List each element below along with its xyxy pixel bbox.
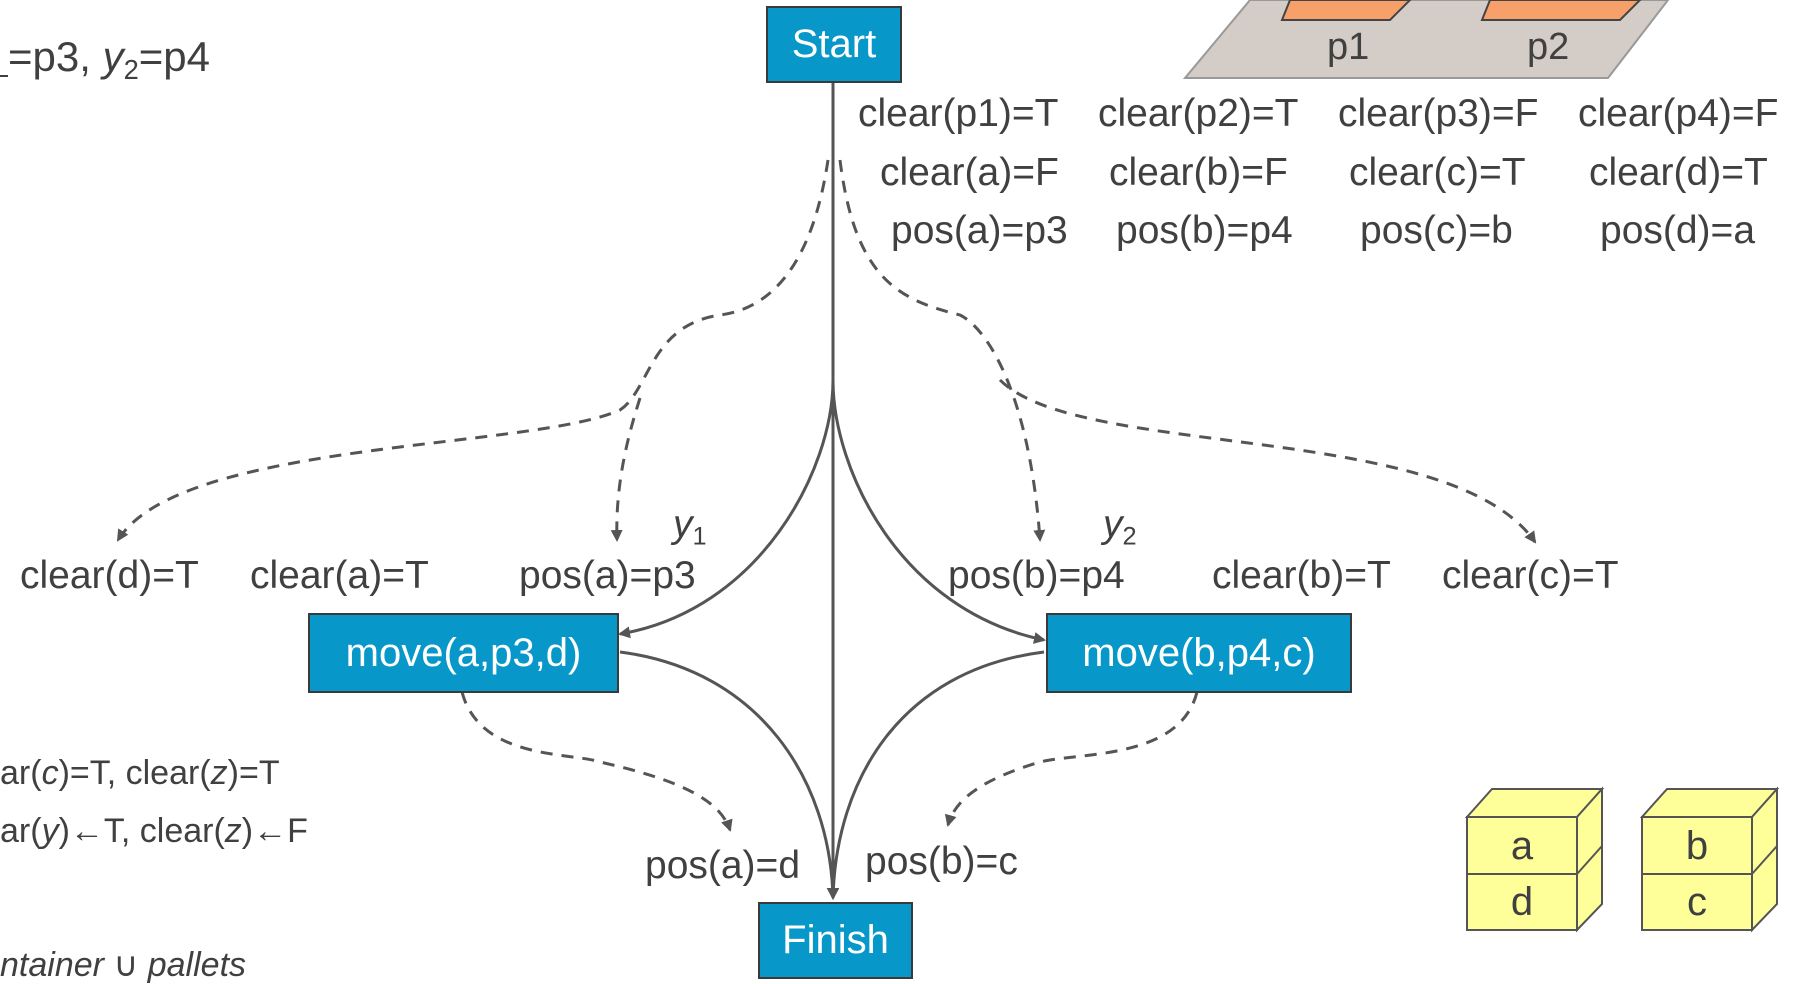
- block-d: d: [1510, 880, 1534, 924]
- finish-node: Finish: [758, 902, 913, 979]
- init-pos-a: pos(a)=p3: [891, 209, 1068, 252]
- top-left-fragment: =p3, y2=p4: [0, 36, 210, 83]
- init-clear-p1: clear(p1)=T: [858, 92, 1059, 135]
- var-y1: y1: [673, 503, 707, 551]
- init-clear-p3: clear(p3)=F: [1338, 92, 1539, 135]
- pallet-platform: [1182, 0, 1670, 79]
- init-pos-b: pos(b)=p4: [1116, 209, 1293, 252]
- pre-clear-c: clear(c)=T: [1442, 554, 1619, 597]
- pallet-label-p1: p1: [1327, 26, 1370, 68]
- left-fragment-line1: ar(c)=T, clear(z)=T: [0, 754, 280, 792]
- dash-start-clear-d: [116, 159, 830, 542]
- precondition-links: [116, 159, 1537, 832]
- init-clear-p4: clear(p4)=F: [1578, 92, 1779, 135]
- dash-move-b-goal: [944, 691, 1199, 827]
- init-clear-a: clear(a)=F: [880, 151, 1059, 194]
- pre-clear-a: clear(a)=T: [250, 554, 429, 597]
- causal-links: [618, 82, 1046, 900]
- init-clear-b: clear(b)=F: [1109, 151, 1288, 194]
- pallet-label-p2: p2: [1527, 26, 1570, 68]
- edge-start-move-a: [618, 379, 835, 639]
- init-clear-d: clear(d)=T: [1589, 151, 1768, 194]
- init-clear-p2: clear(p2)=T: [1098, 92, 1299, 135]
- edge-move-a-finish: [619, 650, 839, 900]
- dash-start-pos-b: [838, 159, 1046, 542]
- left-fragment-line2: ar(y)←T, clear(z)←F: [0, 812, 308, 850]
- move-a-node: move(a,p3,d): [308, 613, 619, 693]
- dash-start-pos-a: [610, 397, 642, 542]
- init-clear-c: clear(c)=T: [1349, 151, 1526, 194]
- pre-pos-b: pos(b)=p4: [948, 554, 1125, 597]
- dash-move-a-goal: [460, 691, 733, 832]
- start-node: Start: [766, 6, 902, 83]
- pre-clear-d: clear(d)=T: [20, 554, 199, 597]
- goal-pos-b: pos(b)=c: [865, 840, 1018, 883]
- block-a: a: [1510, 824, 1534, 868]
- pre-pos-a: pos(a)=p3: [519, 554, 696, 597]
- var-y2: y2: [1103, 503, 1137, 551]
- edge-move-b-finish: [827, 650, 1045, 900]
- init-pos-d: pos(d)=a: [1600, 209, 1756, 252]
- block-c: c: [1687, 880, 1707, 924]
- edge-start-move-b: [831, 379, 1046, 644]
- move-b-node: move(b,p4,c): [1046, 613, 1352, 693]
- pre-clear-b: clear(b)=T: [1212, 554, 1391, 597]
- block-b: b: [1685, 824, 1709, 868]
- block-stacks: [1464, 786, 1780, 933]
- init-pos-c: pos(c)=b: [1360, 209, 1513, 252]
- goal-pos-a: pos(a)=d: [645, 844, 801, 887]
- dash-start-clear-c: [998, 378, 1537, 544]
- left-fragment-line3: ntainer ∪ pallets: [0, 946, 247, 984]
